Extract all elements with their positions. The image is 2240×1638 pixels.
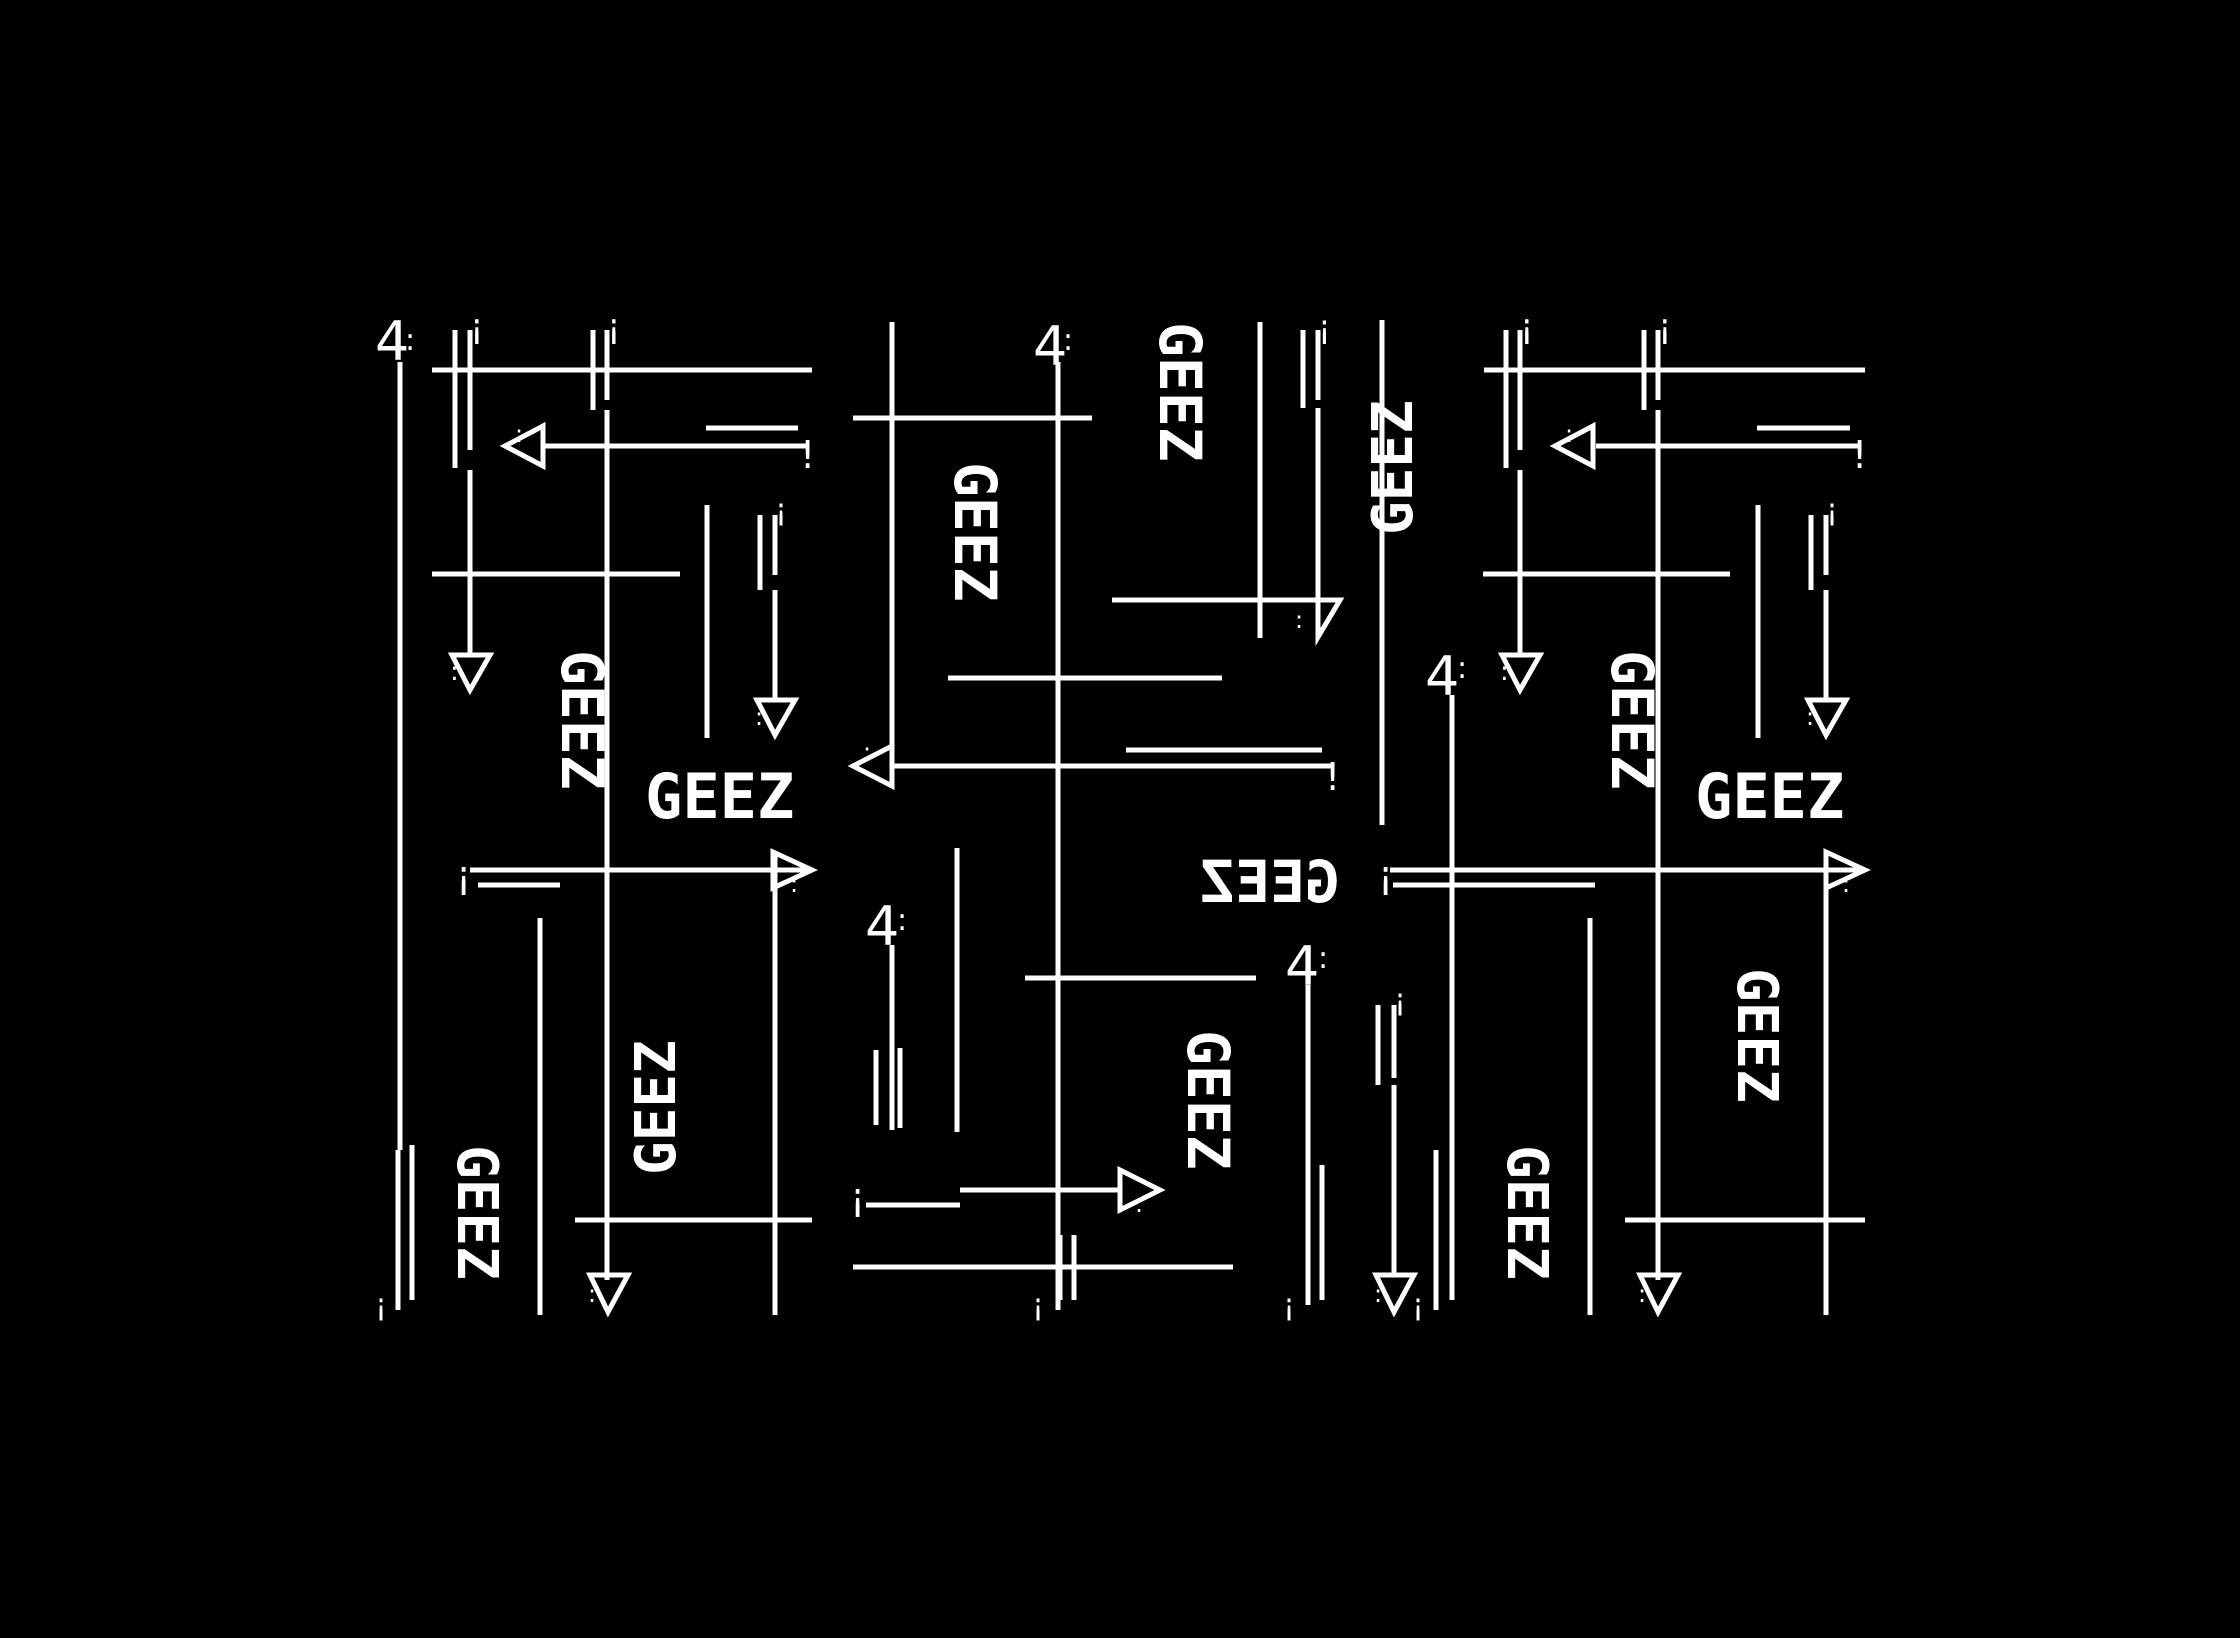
exclaim-glyph: ! [800, 433, 815, 477]
word-geez-vertical: GEEZ [624, 1040, 689, 1175]
word-geez: GEEZ [645, 760, 794, 833]
colon-glyph: : [790, 870, 798, 898]
inverted-exclaim-glyph: ¡ [1283, 1288, 1295, 1323]
colon-glyph: : [1135, 1190, 1143, 1218]
exclaim-glyph: ! [1852, 433, 1867, 477]
colon-glyph: : [755, 703, 763, 731]
word-geez-vertical: GEEZ [1174, 1030, 1242, 1170]
inverted-exclaim-glyph: ¡ [775, 493, 787, 528]
inverted-exclaim-glyph: ¡ [1826, 493, 1838, 528]
word-geez-vertical: GEEZ [941, 462, 1009, 602]
inverted-exclaim-glyph: ¡ [607, 307, 621, 347]
inverted-exclaim-glyph: ¡ [470, 307, 484, 347]
word-geez-vertical: GEEZ [1146, 322, 1214, 462]
colon-glyph: : [405, 323, 415, 358]
colon-glyph: : [1500, 657, 1509, 687]
right-panel: GEEZ ¡ ¡ : : ! ¡ : 4 : GEEZ GEEZ ¡ [1361, 307, 1871, 1323]
inverted-exclaim-glyph: ¡ [1378, 853, 1393, 897]
colon-glyph: : [1565, 420, 1573, 448]
colon-glyph: : [1457, 651, 1467, 686]
colon-glyph: : [450, 657, 459, 687]
colon-glyph: : [1842, 870, 1850, 898]
arrow-head-left [499, 421, 546, 471]
arrow-head-down [1315, 597, 1345, 647]
word-geez-vertical: GEEZ [1494, 1145, 1559, 1280]
arrow-head-down [586, 1272, 633, 1318]
word-geez-vertical: GEEZ [1361, 400, 1426, 535]
word-geez: GEEZ [1695, 760, 1844, 833]
colon-glyph: : [1063, 323, 1073, 358]
inverted-exclaim-glyph: ¡ [1658, 307, 1672, 347]
inverted-exclaim-glyph: ¡ [456, 853, 471, 897]
left-panel: 4 : ¡ ¡ : : ! ¡ : GEEZ [375, 307, 818, 1323]
inverted-exclaim-glyph: ¡ [375, 1288, 387, 1323]
four-glyph: 4 [375, 310, 409, 373]
inverted-exclaim-glyph: ¡ [1032, 1288, 1044, 1323]
four-glyph: 4 [1285, 935, 1319, 998]
inverted-exclaim-glyph: ¡ [1412, 1288, 1424, 1323]
arrow-head-left [1549, 421, 1596, 471]
colon-glyph: : [515, 420, 523, 448]
word-geez-vertical: GEEZ [1724, 968, 1789, 1103]
arrow-head-down [1636, 1272, 1683, 1318]
arrow-head-right [1117, 1165, 1166, 1215]
inverted-exclaim-glyph: ¡ [850, 1175, 865, 1219]
colon-glyph: : [1318, 941, 1328, 976]
arrow-head-down [1803, 697, 1851, 741]
colon-glyph: : [1638, 1280, 1646, 1308]
colon-glyph: : [863, 738, 871, 766]
center-panel: 4 : GEEZ GEEZ ¡ : : ! GEEZ 4 : GEEZ [847, 308, 1345, 1323]
arrow-head-down [1372, 1272, 1419, 1318]
arrow-head-down [752, 697, 800, 741]
colon-glyph: : [1374, 1280, 1382, 1308]
colon-glyph: : [1806, 703, 1814, 731]
inverted-exclaim-glyph: ¡ [1520, 307, 1534, 347]
inverted-exclaim-glyph: ¡ [1318, 308, 1331, 346]
word-geez-vertical: GEEZ [548, 650, 616, 790]
arrow-head-down [1497, 652, 1545, 696]
word-geez-vertical: GEEZ [444, 1145, 509, 1280]
colon-glyph: : [1295, 606, 1303, 634]
colon-glyph: : [897, 903, 907, 938]
four-glyph: 4 [1033, 315, 1067, 378]
exclaim-glyph: ! [1325, 755, 1340, 799]
word-geez-vertical: GEEZ [1598, 650, 1666, 790]
word-geez-mirrored: GEEZ [1200, 848, 1340, 916]
arrow-head-down [447, 652, 495, 696]
colon-glyph: : [588, 1280, 596, 1308]
arrow-head-left [847, 741, 895, 791]
inverted-exclaim-glyph: ¡ [1394, 983, 1406, 1018]
